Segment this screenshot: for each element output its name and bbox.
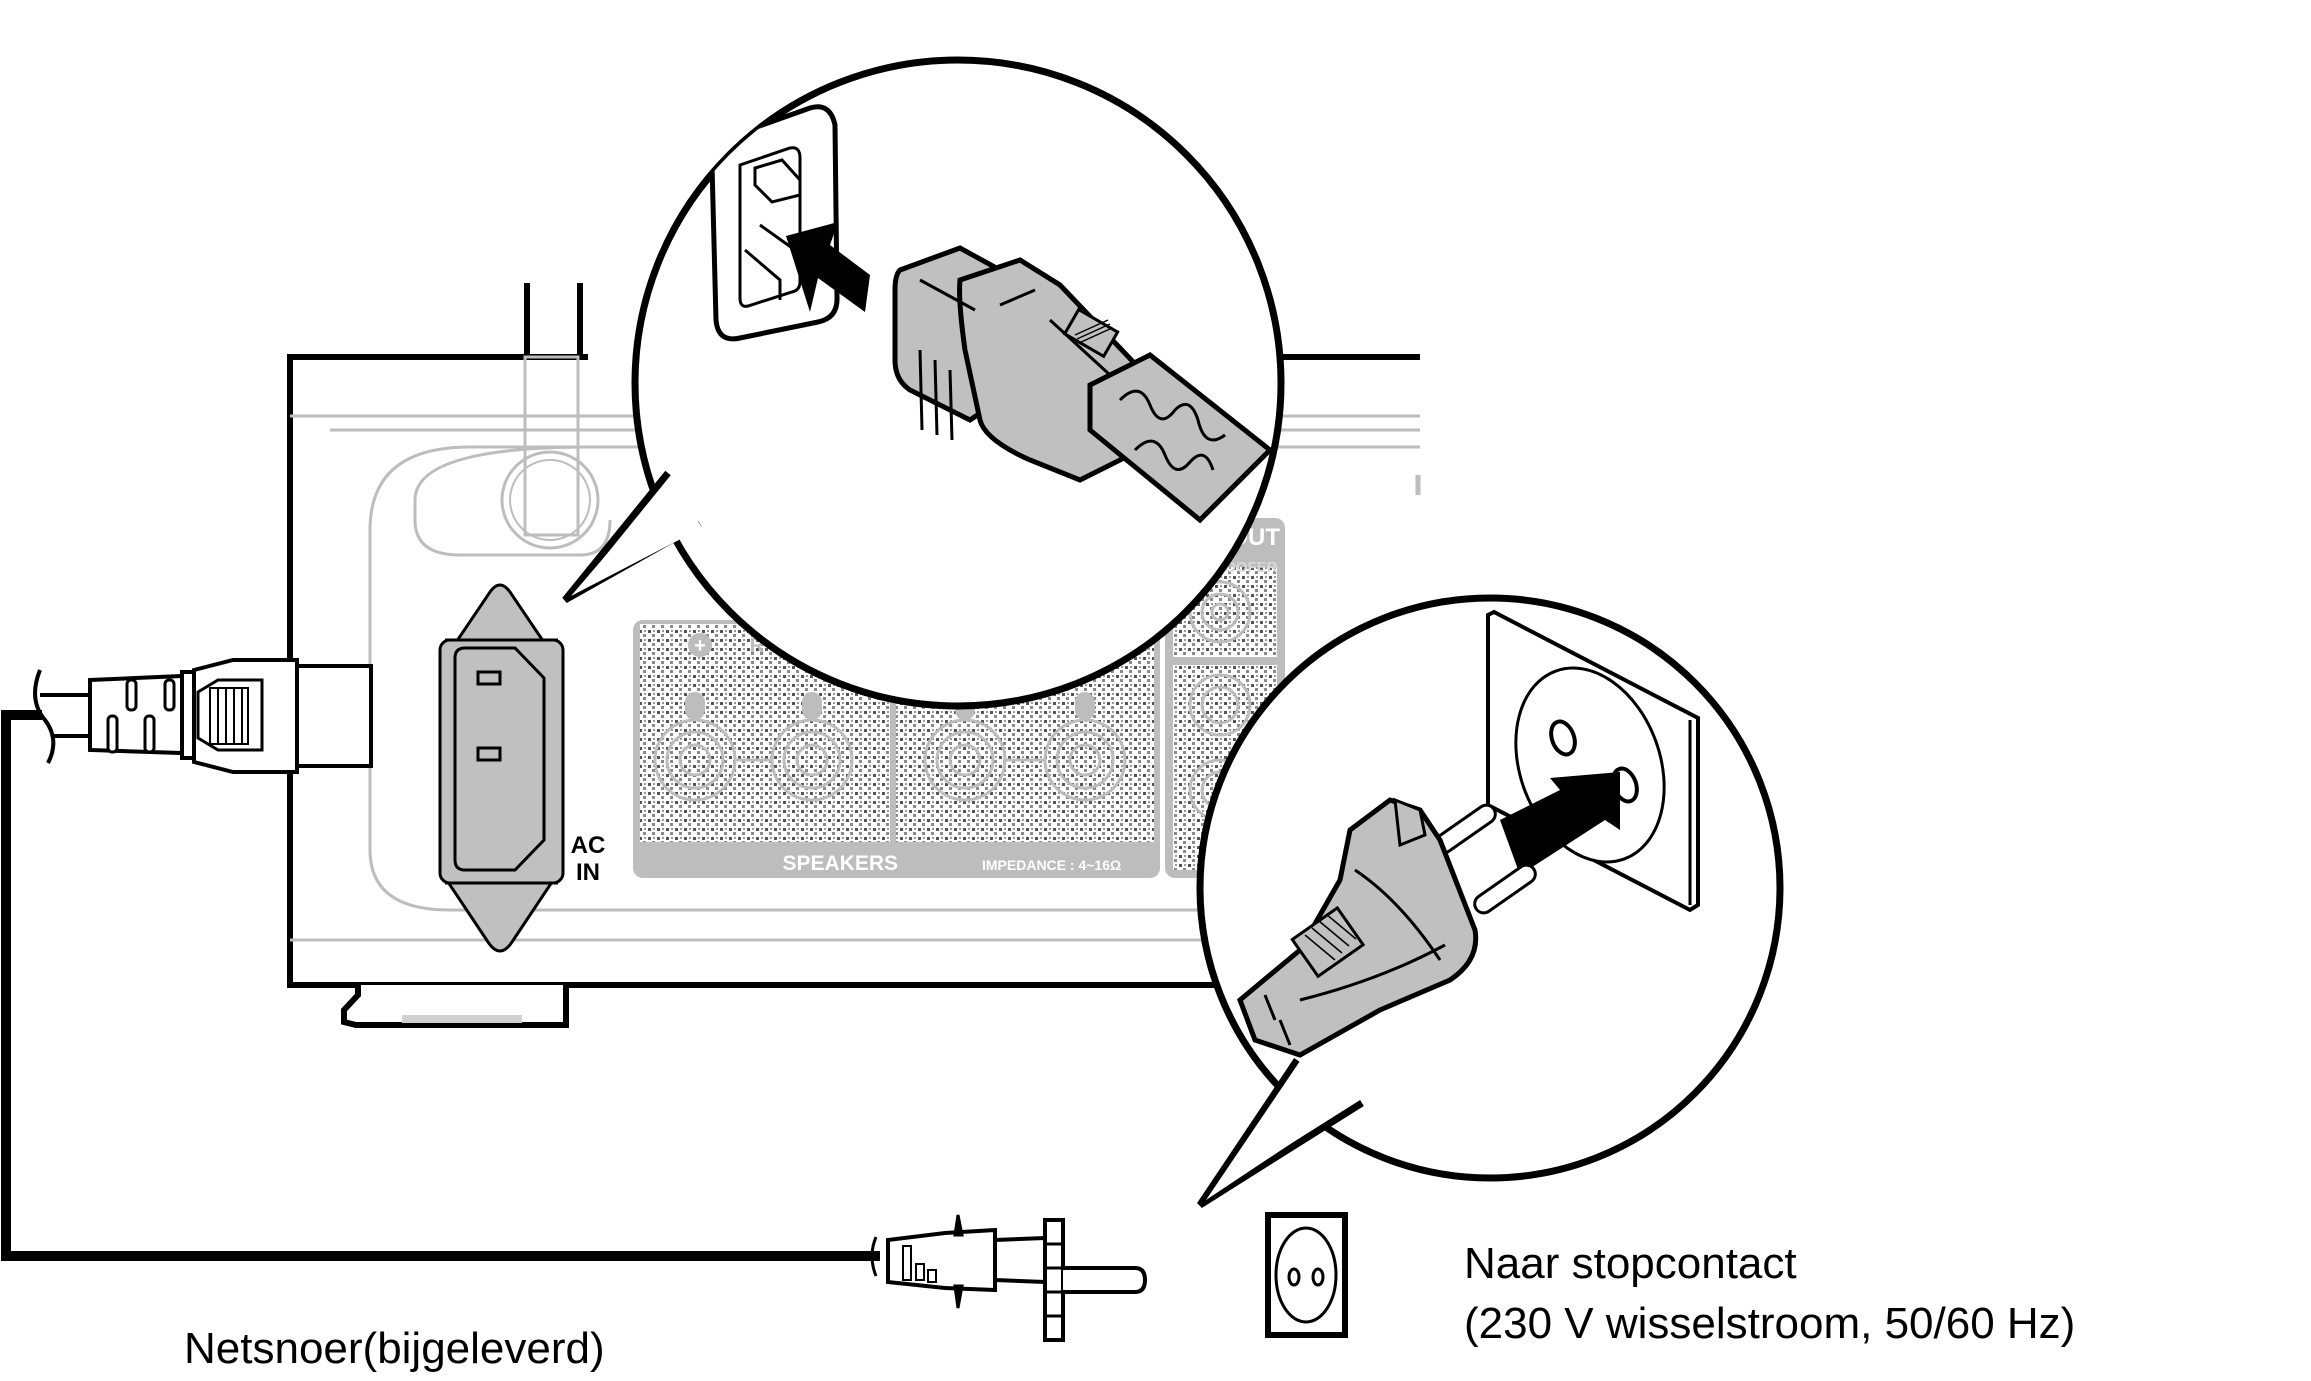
iec-plug-icon	[33, 658, 373, 774]
wall-socket-closeup-callout	[1196, 594, 1784, 1208]
outlet-caption-line1: Naar stopcontact	[1464, 1239, 1797, 1288]
ac-inlet-icon: AC IN	[438, 583, 606, 953]
arrow-icon	[1500, 772, 1620, 875]
iec-closeup-callout	[562, 56, 1285, 710]
impedance-label: IMPEDANCE : 4~16Ω	[982, 857, 1121, 873]
rca-jack	[1188, 673, 1252, 737]
speakers-label: SPEAKERS	[782, 852, 898, 875]
ac-in-label-line2: IN	[576, 859, 600, 886]
outlet-caption-line2: (230 V wisselstroom, 50/60 Hz)	[1464, 1299, 2075, 1348]
arrow-icon	[786, 222, 870, 312]
ac-in-label-line1: AC	[571, 832, 606, 859]
schuko-plug-side-icon	[870, 1214, 1148, 1342]
wall-socket-icon	[1486, 609, 1700, 913]
schuko-plug-icon	[1237, 797, 1537, 1058]
outlet-symbol-icon	[1265, 1212, 1348, 1338]
power-cord-caption: Netsnoer(bijgeleverd)	[184, 1324, 605, 1373]
power-cord-line	[1, 710, 880, 1261]
terminal-plus-left: +	[694, 635, 706, 657]
